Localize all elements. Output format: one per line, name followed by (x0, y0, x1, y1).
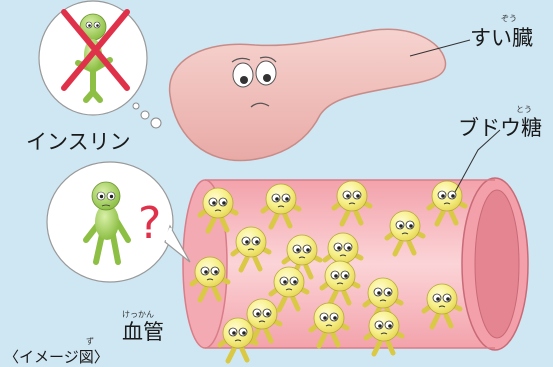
glucose-label: ブドウ糖 (458, 112, 542, 142)
caption-label: 〈イメージ図〉 (4, 346, 109, 367)
pancreas (170, 29, 446, 160)
vessel-label: 血管 (122, 316, 164, 346)
insulin-label: インスリン (26, 126, 131, 156)
question-mark-icon: ? (138, 198, 161, 249)
pancreas-label: すい臓 (470, 22, 533, 52)
